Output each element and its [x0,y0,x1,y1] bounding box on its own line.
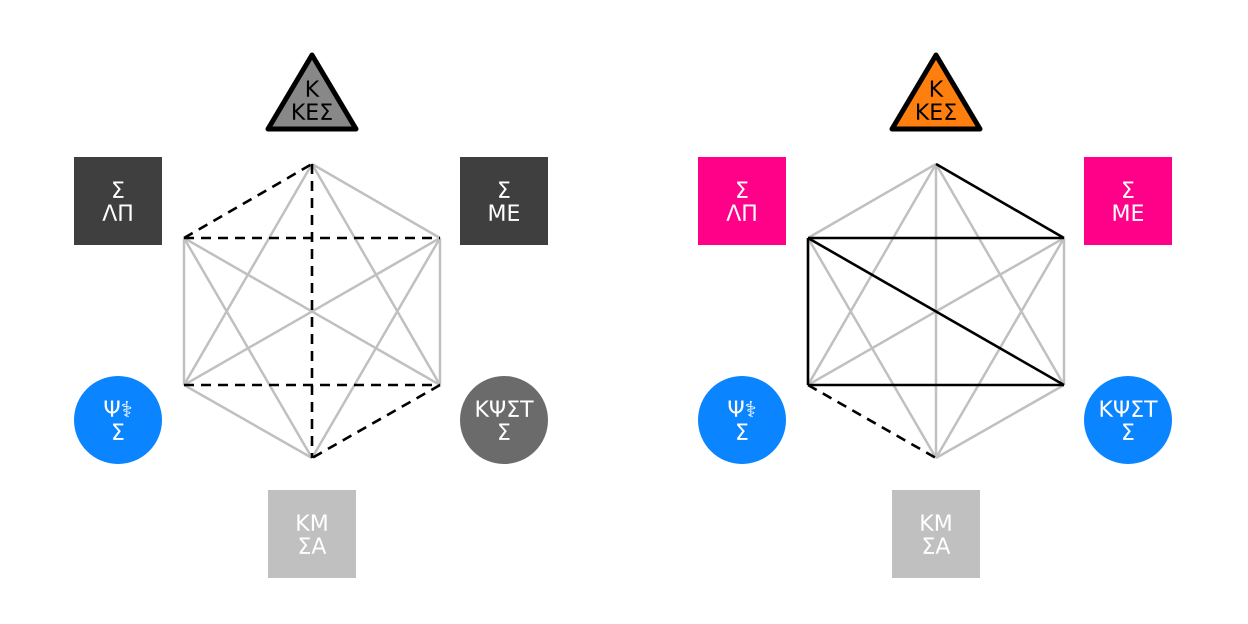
edges [182,162,442,460]
node-top-label-line1: Κ [929,78,944,103]
node-ur-label-line2: ΜΕ [1112,202,1145,227]
node-ur-label-line1: Σ [497,179,511,204]
node-lr-label-line1: ΚΨΣΤ [1098,398,1158,423]
node-top-triangle [265,52,359,132]
node-top-triangle [889,52,983,132]
node-ll-circle [74,376,162,464]
node-ll: Ψ⚕Σ [74,376,162,464]
node-bottom-label-line2: ΣΑ [298,535,327,560]
node-top-label-line1: Κ [305,78,320,103]
node-bottom-label-line2: ΣΑ [922,535,951,560]
node-ul: ΣΛΠ [698,157,786,245]
node-bottom-label-line1: ΚΜ [295,512,328,537]
node-ll-label-line1: Ψ⚕ [103,398,132,423]
node-ll-circle [698,376,786,464]
node-ul-label-line2: ΛΠ [726,202,758,227]
edge-lr-ul [183,236,441,387]
highlight-edge-t-ur [935,162,1065,240]
edge-lr-b [935,383,1065,460]
edge-t-ur [311,162,441,240]
edge-b-ul [182,237,314,459]
node-ul-square [698,157,786,245]
node-ur-label-line1: Σ [1121,179,1135,204]
node-bottom-square [268,490,356,578]
edges [806,162,1066,460]
node-ul-label-line1: Σ [735,179,749,204]
edge-ul-t [807,162,937,240]
node-ll: Ψ⚕Σ [698,376,786,464]
node-lr-label-line2: Σ [1121,421,1135,446]
node-ur: ΣΜΕ [460,157,548,245]
highlight-edge-ul-t [183,162,313,240]
node-ur-label-line2: ΜΕ [488,202,521,227]
node-ul-square [74,157,162,245]
node-ll-label-line2: Σ [735,421,749,446]
node-ur: ΣΜΕ [1084,157,1172,245]
node-ur-square [460,157,548,245]
node-ll-label-line1: Ψ⚕ [727,398,756,423]
highlight-edge-ul-lr [807,236,1065,387]
node-bottom-square [892,490,980,578]
node-ul-label-line2: ΛΠ [102,202,134,227]
node-lr-label-line1: ΚΨΣΤ [474,398,534,423]
highlight-edge-ll-b [807,383,937,460]
node-lr-label-line2: Σ [497,421,511,446]
node-bottom-label-line1: ΚΜ [919,512,952,537]
node-ur-square [1084,157,1172,245]
edge-b-ul [806,237,938,459]
node-top-label-line2: ΚΕΣ [915,101,957,126]
node-lr-circle [460,376,548,464]
highlight-edge-lr-b [311,383,441,460]
node-ul: ΣΛΠ [74,157,162,245]
node-top-label-line2: ΚΕΣ [291,101,333,126]
node-lr-circle [1084,376,1172,464]
node-ul-label-line1: Σ [111,179,125,204]
node-ll-label-line2: Σ [111,421,125,446]
edge-b-ll [183,383,313,460]
